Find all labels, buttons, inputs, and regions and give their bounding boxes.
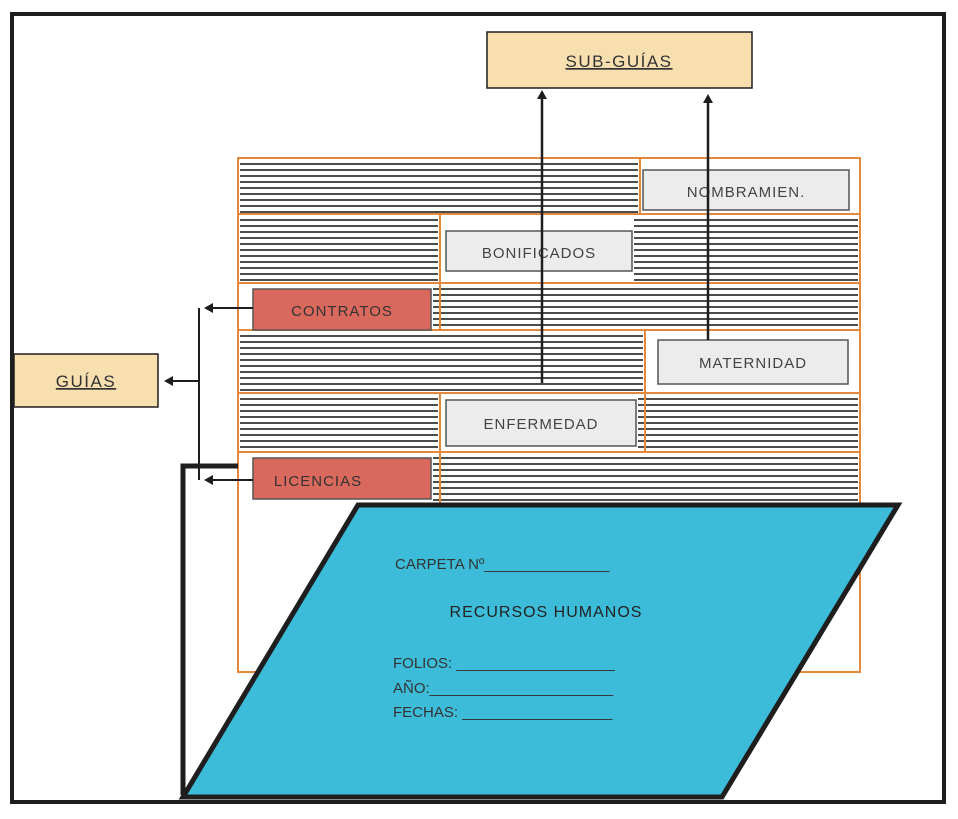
- folder-anio-field: AÑO:______________________: [393, 680, 614, 697]
- sub-guias-box: SUB-GUÍAS: [486, 31, 753, 89]
- sub-guide-tab-label: MATERNIDAD: [699, 355, 807, 372]
- sub-guide-tab-nombramien: NOMBRAMIEN.: [642, 169, 850, 211]
- guide-tab-label: CONTRATOS: [291, 303, 393, 320]
- folder: CARPETA Nº_______________ RECURSOS HUMAN…: [178, 502, 903, 800]
- guias-label: GUÍAS: [56, 372, 116, 391]
- folder-fechas-field: FECHAS: __________________: [393, 704, 613, 721]
- folder-spine: [180, 463, 238, 795]
- guias-box: GUÍAS: [13, 353, 159, 408]
- folder-carpeta-field: CARPETA Nº_______________: [395, 556, 610, 573]
- guide-tab-contratos: CONTRATOS: [252, 288, 432, 331]
- sub-guide-tab-label: NOMBRAMIEN.: [687, 184, 806, 201]
- folder-folios-field: FOLIOS: ___________________: [393, 655, 616, 672]
- sheet-hatching: [240, 163, 858, 501]
- sub-guias-label: SUB-GUÍAS: [565, 52, 672, 71]
- folder-cover: [178, 502, 903, 800]
- sub-guide-tab-label: ENFERMEDAD: [483, 416, 598, 433]
- sub-guide-tab-maternidad: MATERNIDAD: [657, 339, 849, 385]
- guide-tab-label: LICENCIAS: [274, 473, 362, 490]
- guide-tab-licencias: LICENCIAS: [252, 457, 432, 500]
- sub-guide-tab-bonificados: BONIFICADOS: [445, 230, 633, 272]
- sub-guide-tab-enfermedad: ENFERMEDAD: [445, 399, 637, 447]
- sub-guide-tab-label: BONIFICADOS: [482, 245, 596, 262]
- folder-title: RECURSOS HUMANOS: [450, 604, 643, 621]
